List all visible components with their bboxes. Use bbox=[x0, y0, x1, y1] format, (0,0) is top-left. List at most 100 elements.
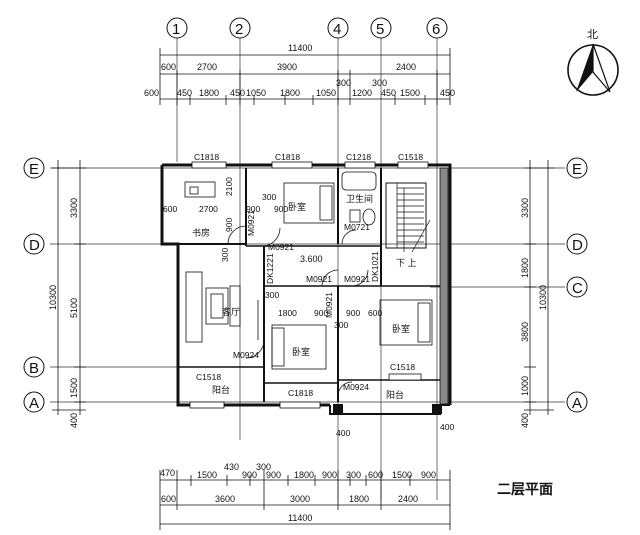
dim-left-total: 10300 bbox=[48, 285, 58, 310]
dim-top-r2-1: 450 bbox=[177, 88, 192, 98]
dim-right-total: 10300 bbox=[538, 285, 548, 310]
top-dimension-lines bbox=[159, 48, 451, 105]
walls bbox=[160, 163, 452, 415]
dim-left-2: 1500 bbox=[69, 378, 79, 398]
dim-right-2: 3800 bbox=[520, 322, 530, 342]
axis-5: 5 bbox=[376, 21, 384, 38]
bottom-dimension-text: 470 430 1500 300 900 900 1800 900 300 60… bbox=[160, 462, 436, 523]
in-dim-400b: 400 bbox=[440, 422, 454, 432]
axis-4: 4 bbox=[333, 21, 341, 38]
dim-bot-r1-10: 1500 bbox=[392, 470, 412, 480]
room-bed2: 卧室 bbox=[292, 346, 310, 357]
code-c1518-a: C1518 bbox=[398, 152, 423, 162]
dim-top-r1-4: 2400 bbox=[396, 62, 416, 72]
dim-bot-r1-1: 430 bbox=[224, 462, 239, 472]
dim-right-4: 400 bbox=[520, 413, 530, 428]
dim-top-r1-3: 300 bbox=[336, 78, 351, 88]
code-m0921-c: M0921 bbox=[306, 274, 332, 284]
code-m0924-b: M0924 bbox=[343, 382, 369, 392]
furniture bbox=[184, 171, 433, 370]
dim-top-r2-10: 1500 bbox=[400, 88, 420, 98]
in-dim-400a: 400 bbox=[336, 428, 350, 438]
top-dimension-text: 11400 600 2700 3900 300 2400 600 450 180… bbox=[144, 43, 455, 98]
dim-bot-r1-6: 1800 bbox=[294, 470, 314, 480]
dim-left-0: 3300 bbox=[69, 198, 79, 218]
dim-top-r2-2: 1800 bbox=[199, 88, 219, 98]
room-balcony1: 阳台 bbox=[212, 384, 230, 395]
axis-lines bbox=[50, 38, 565, 500]
in-dim-300d: 300 bbox=[334, 320, 348, 330]
code-c1518-b: C1518 bbox=[196, 372, 221, 382]
code-c1818-b: C1818 bbox=[275, 152, 300, 162]
door-swings bbox=[227, 225, 369, 397]
in-dim-1800: 1800 bbox=[278, 308, 297, 318]
room-bath: 卫生间 bbox=[346, 193, 373, 204]
room-bed3: 卧室 bbox=[392, 323, 410, 334]
axis-markers-side: E D B A E D C A bbox=[23, 157, 588, 413]
dim-bot-r1-7: 900 bbox=[322, 470, 337, 480]
right-dimension-text: 3300 1800 3800 1000 400 10300 bbox=[520, 198, 548, 428]
code-c1518-c: C1518 bbox=[390, 362, 415, 372]
room-labels: 书房 卧室 卫生间 客厅 卧室 卧室 阳台 阳台 下 上 3.600 bbox=[192, 193, 417, 400]
dim-bot-r2-0: 600 bbox=[161, 494, 176, 504]
dim-top-r2-9: 450 bbox=[381, 88, 396, 98]
dim-top-r1-2: 3900 bbox=[277, 62, 297, 72]
in-dim-900c: 900 bbox=[274, 204, 288, 214]
axis-2: 2 bbox=[235, 21, 243, 38]
code-dk1221: DK1221 bbox=[265, 253, 275, 284]
opening-codes: C1818 C1818 C1218 C1518 C1518 C1518 C181… bbox=[194, 152, 423, 398]
room-balcony2: 阳台 bbox=[386, 389, 404, 400]
in-dim-900a: 900 bbox=[224, 218, 234, 232]
code-m0924-a: M0924 bbox=[233, 350, 259, 360]
bottom-dimension-lines bbox=[159, 470, 451, 530]
in-dim-900e: 900 bbox=[346, 308, 360, 318]
code-c1818-c: C1818 bbox=[288, 388, 313, 398]
dim-right-0: 3300 bbox=[520, 198, 530, 218]
axis-D-right: D bbox=[572, 237, 583, 254]
dim-top-r2-8: 1200 bbox=[352, 88, 372, 98]
axis-C-right: C bbox=[572, 280, 583, 297]
stair-treads bbox=[396, 183, 431, 253]
in-dim-2100: 2100 bbox=[224, 177, 234, 196]
dim-bot-total: 11400 bbox=[288, 513, 312, 523]
axis-A-left: A bbox=[29, 395, 39, 412]
in-dim-900d: 900 bbox=[314, 308, 328, 318]
north-arrow: 北 bbox=[567, 28, 619, 96]
north-label: 北 bbox=[587, 28, 598, 41]
dim-bot-r2-2: 3000 bbox=[290, 494, 310, 504]
code-m0921-a: M0921 bbox=[246, 210, 256, 236]
code-c1218: C1218 bbox=[346, 152, 371, 162]
in-dim-300a: 300 bbox=[262, 192, 276, 202]
in-dim-300c: 300 bbox=[265, 290, 279, 300]
dim-top-r1-0: 600 bbox=[161, 62, 176, 72]
dim-top-r1-1: 2700 bbox=[197, 62, 217, 72]
code-c1818-a: C1818 bbox=[194, 152, 219, 162]
dim-top-r2-6: 1050 bbox=[316, 88, 336, 98]
drawing-title: 二层平面 bbox=[497, 481, 553, 497]
code-m0921-b: M0921 bbox=[268, 242, 294, 252]
dim-top-r2-4: 1050 bbox=[246, 88, 266, 98]
dim-bot-r1-0: 470 bbox=[160, 468, 175, 478]
left-dimension-text: 3300 5100 1500 400 10300 bbox=[48, 198, 79, 428]
axis-D-left: D bbox=[29, 237, 40, 254]
room-stair: 下 上 bbox=[396, 258, 417, 268]
columns bbox=[333, 404, 442, 414]
dim-bot-r2-4: 2400 bbox=[398, 494, 418, 504]
code-m0721: M0721 bbox=[344, 222, 370, 232]
dim-bot-r1-8: 300 bbox=[346, 470, 361, 480]
axis-1: 1 bbox=[172, 21, 180, 38]
axis-markers-top: 1 2 4 5 6 bbox=[166, 17, 448, 39]
dim-bot-r2-1: 3600 bbox=[215, 494, 235, 504]
dim-top-r2-7: 300 bbox=[372, 78, 387, 88]
code-m0921-d: M0921 bbox=[344, 274, 370, 284]
axis-E-left: E bbox=[29, 161, 39, 178]
in-dim-2700: 2700 bbox=[199, 204, 218, 214]
dim-top-r2-11: 450 bbox=[440, 88, 455, 98]
dim-left-3: 400 bbox=[69, 413, 79, 428]
in-dim-900b: 900 bbox=[246, 204, 260, 214]
level-mark: 3.600 bbox=[300, 254, 323, 264]
in-dim-600b: 600 bbox=[368, 308, 382, 318]
code-m0921-e: M0921 bbox=[324, 292, 334, 318]
axis-6: 6 bbox=[432, 21, 440, 38]
